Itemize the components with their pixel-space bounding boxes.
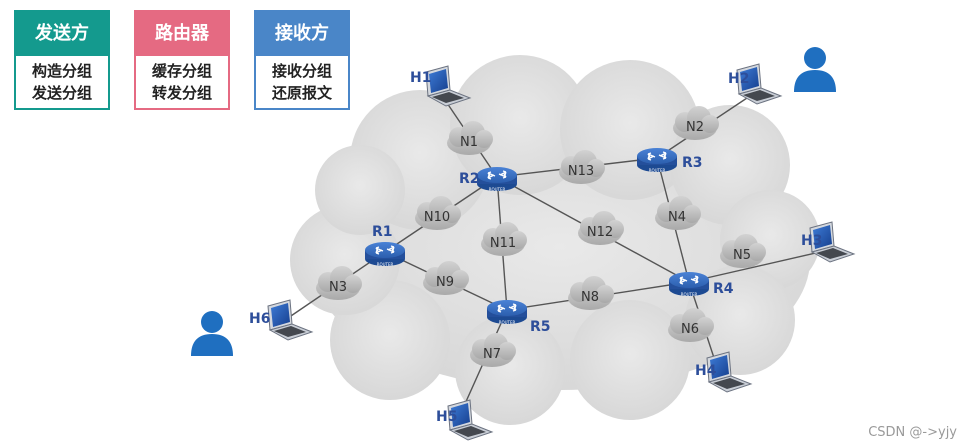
router-label-R1: R1 [372,224,393,240]
network-N1: N1 [447,121,493,155]
receiver-action-1: 接收分组 [271,62,332,80]
label-N11: N11 [490,236,516,251]
network-N10: N10 [415,196,461,230]
network-N9: N9 [423,261,469,295]
host-label-H6: H6 [249,311,270,327]
sender-title: 发送方 [16,12,108,56]
router-R5-badge: ROUTER [499,320,516,325]
router-R5: ROUTER [486,299,528,325]
router-R3: ROUTER [636,147,678,173]
sender-card: 发送方 构造分组 发送分组 [14,10,110,110]
router-action-2: 转发分组 [151,84,212,102]
router-R2: ROUTER [476,166,518,192]
label-N10: N10 [424,210,450,225]
label-N6: N6 [681,322,699,337]
network-N3: N3 [316,266,362,300]
internet-cloud [290,55,820,425]
sender-action-2: 发送分组 [31,84,92,102]
router-actions: 缓存分组 转发分组 [136,56,228,104]
user-icon-sender [191,311,233,356]
router-R2-badge: ROUTER [489,187,506,192]
label-N4: N4 [668,210,686,225]
host-label-H1: H1 [410,70,431,86]
network-N5: N5 [720,234,766,268]
network-N12: N12 [578,211,624,245]
sender-actions: 构造分组 发送分组 [16,56,108,104]
router-R1: ROUTER [364,241,406,267]
network-N7: N7 [470,333,516,367]
network-N11: N11 [481,222,527,256]
network-N2: N2 [673,106,719,140]
router-R1-badge: ROUTER [377,262,394,267]
receiver-action-2: 还原报文 [271,84,332,102]
network-N6: N6 [668,308,714,342]
label-N5: N5 [733,248,751,263]
watermark: CSDN @->yjy [868,425,957,440]
router-R3-badge: ROUTER [649,168,666,173]
router-title: 路由器 [136,12,228,56]
label-N12: N12 [587,225,613,240]
router-label-R2: R2 [459,171,480,187]
receiver-card: 接收方 接收分组 还原报文 [254,10,350,110]
sender-action-1: 构造分组 [31,62,92,80]
router-label-R5: R5 [530,319,551,335]
router-R4-badge: ROUTER [681,292,698,297]
label-N7: N7 [483,347,501,362]
network-N8: N8 [568,276,614,310]
network-N4: N4 [655,196,701,230]
receiver-title: 接收方 [256,12,348,56]
host-label-H2: H2 [728,71,749,87]
link-r4-h3 [688,251,821,283]
user-icon-receiver [794,47,836,92]
router-R4: ROUTER [668,271,710,297]
label-N3: N3 [329,280,347,295]
host-label-H5: H5 [436,409,457,425]
receiver-actions: 接收分组 还原报文 [256,56,348,104]
router-label-R3: R3 [682,155,703,171]
label-N13: N13 [568,164,594,179]
network-N13: N13 [559,150,605,184]
host-label-H3: H3 [801,233,822,249]
label-N2: N2 [686,120,704,135]
label-N1: N1 [460,135,478,150]
label-N9: N9 [436,275,454,290]
router-card: 路由器 缓存分组 转发分组 [134,10,230,110]
host-label-H4: H4 [695,363,717,379]
router-label-R4: R4 [713,281,734,297]
label-N8: N8 [581,290,599,305]
router-action-1: 缓存分组 [151,62,212,80]
